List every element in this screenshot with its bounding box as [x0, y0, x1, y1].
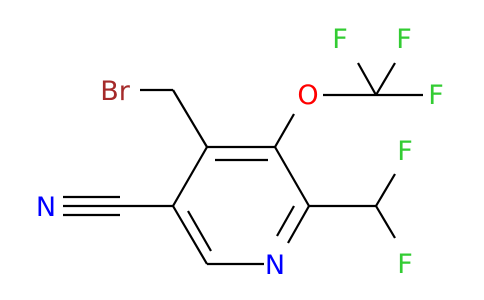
- bond-chf2-f-bottom: [375, 205, 396, 239]
- bond-cf3-f-left: [357, 62, 377, 96]
- ring-nitrogen-label: N: [265, 250, 285, 281]
- bromine-label: Br: [100, 76, 131, 107]
- bond-c3-o: [274, 113, 295, 148]
- fluorine-cf3-top-label: F: [396, 24, 412, 55]
- bonds: [63, 62, 423, 266]
- atom-labels: Br O N N F F F F F: [36, 24, 444, 281]
- bond-c6-c5-inner: [187, 210, 212, 252]
- nitrile-nitrogen-label: N: [36, 192, 56, 223]
- bond-cf3-f-top: [375, 62, 396, 96]
- oxygen-label: O: [297, 80, 318, 111]
- fluorine-chf2-bottom-label: F: [397, 249, 413, 280]
- bond-c3-c2: [274, 146, 310, 207]
- fluorine-cf3-right-label: F: [428, 80, 444, 111]
- bond-c4-ch2: [172, 89, 208, 148]
- bond-chf2-f-top: [375, 173, 396, 207]
- bond-c2-n-inner: [276, 205, 295, 237]
- bond-c2-n: [287, 205, 310, 244]
- bond-c5-c4: [172, 146, 208, 207]
- bond-c6-c5: [172, 205, 208, 265]
- fluorine-chf2-top-label: F: [397, 136, 413, 167]
- fluorine-cf3-left-label: F: [332, 24, 348, 55]
